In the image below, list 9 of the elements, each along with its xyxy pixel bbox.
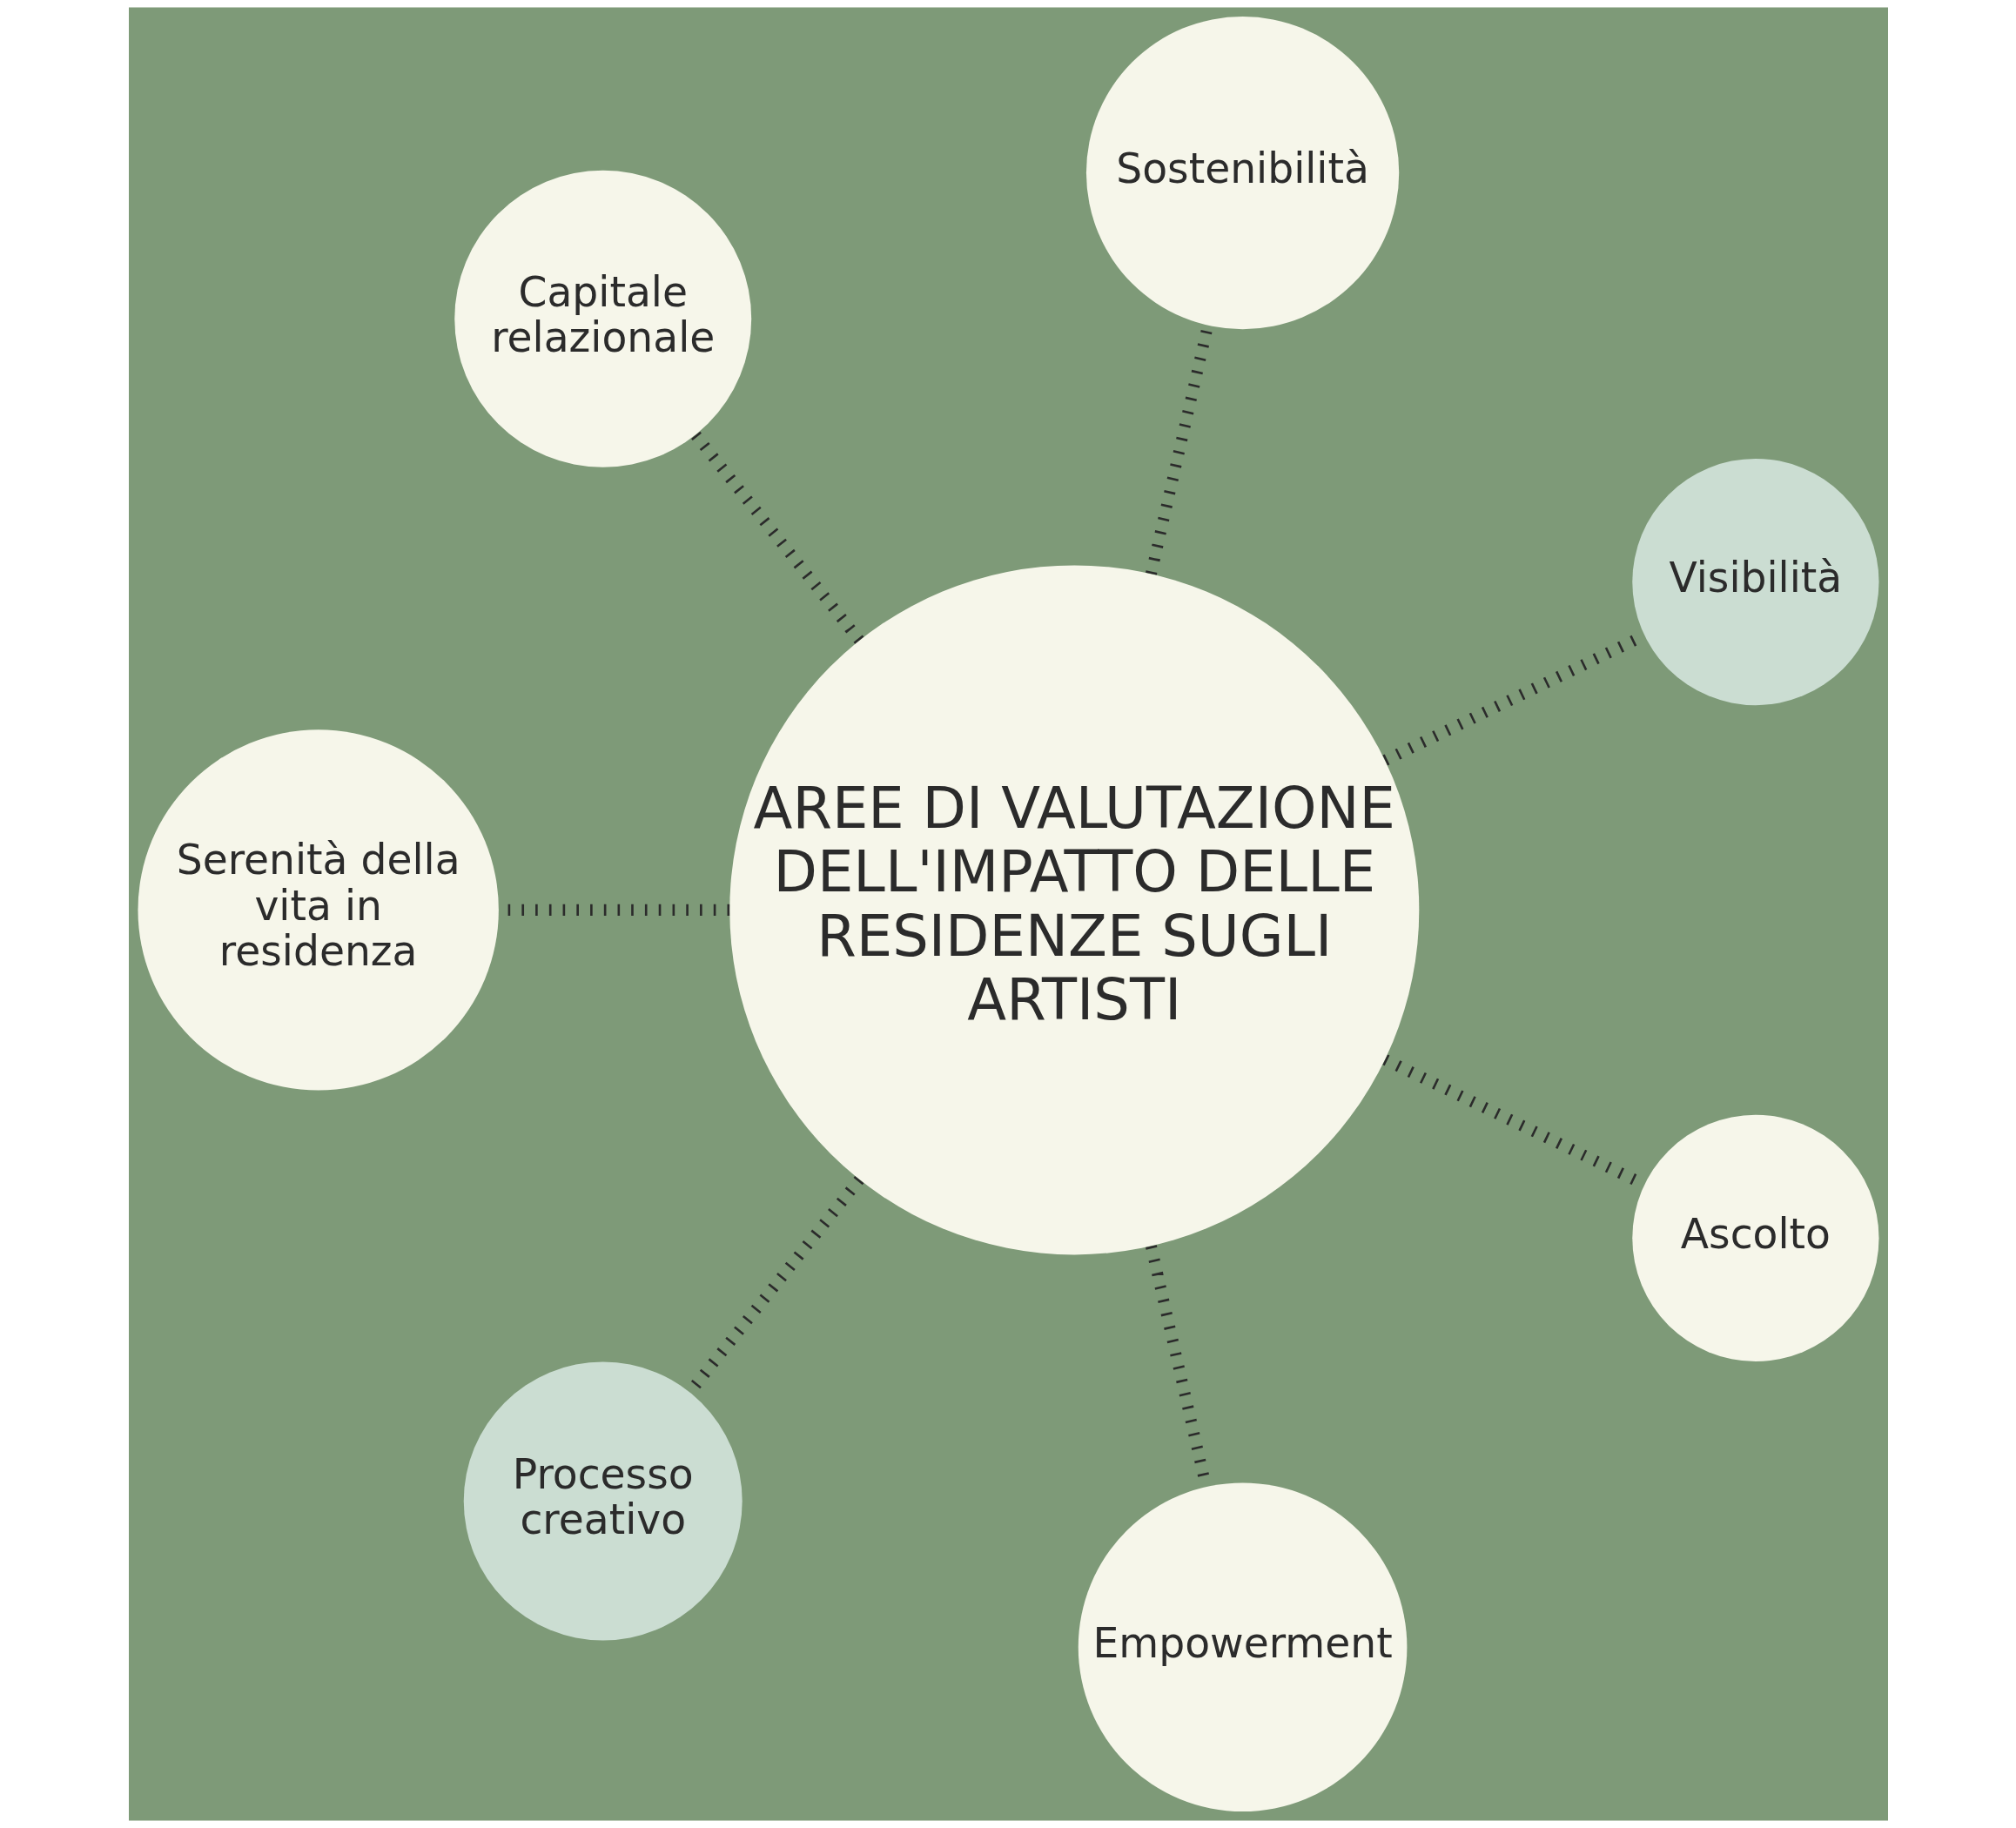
node-circle: AREE DI VALUTAZIONE DELL'IMPATTO DELLE RESIDENZE SUGLI ARTISTI <box>729 565 1419 1255</box>
node-circle: Processo creativo <box>463 1361 743 1641</box>
node-circle: Sostenibilità <box>1085 16 1399 330</box>
node-circle: Ascolto <box>1631 1114 1878 1361</box>
node-circle: Empowerment <box>1078 1482 1407 1812</box>
connector <box>690 431 864 644</box>
node-circle: Serenità della vita in residenza <box>138 729 499 1091</box>
node-circle: Capitale relazionale <box>454 170 751 467</box>
node-circle: Visibilità <box>1631 458 1878 706</box>
